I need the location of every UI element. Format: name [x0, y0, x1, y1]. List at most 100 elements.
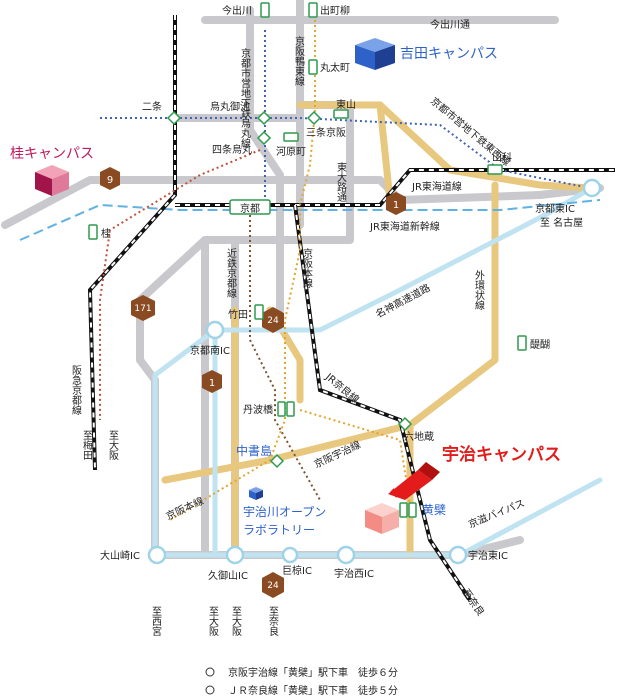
label-ic-makishima: 巨椋IC	[282, 564, 312, 577]
uji-cube	[365, 503, 399, 534]
meishin-expressway	[152, 185, 595, 558]
yoshida-cube	[355, 38, 395, 70]
hankyu-line	[99, 149, 261, 420]
station-tanbabashi-2	[286, 401, 295, 417]
label-rokujizo: 六地蔵	[404, 430, 434, 443]
label-sanjo-keihan: 三条京阪	[306, 126, 346, 139]
label-katsura: 桂	[101, 227, 111, 240]
label-chushojima: 中書島	[236, 443, 272, 458]
stations	[88, 2, 527, 518]
ic-oyamazaki	[147, 545, 167, 565]
uji-pointer-icon	[388, 462, 440, 500]
svg-text:24: 24	[267, 581, 279, 591]
access-note-jr: ＪＲ奈良線「黄檗」駅下車 徒歩５分	[228, 684, 398, 697]
label-shijo-karasuma: 四条烏丸	[212, 143, 252, 156]
station-kyoto	[229, 199, 271, 215]
route-1-badge-north: 1	[386, 192, 406, 215]
rail-lines	[19, 10, 615, 602]
tozai-subway	[100, 117, 591, 189]
route-171-badge: 171	[131, 295, 155, 321]
ic-makishima	[281, 546, 299, 564]
karasuma-road	[246, 6, 284, 314]
label-obaku: 黄檗	[422, 502, 446, 517]
label-ic-kyoto-higashi: 京都東IC	[535, 202, 575, 215]
label-kyoto: 京都	[240, 202, 260, 215]
keihan-line	[169, 10, 316, 521]
uji-lab-cube	[249, 487, 263, 500]
svg-text:1: 1	[393, 200, 399, 211]
label-demachiyanagi: 出町柳	[320, 4, 350, 17]
ic-uji-higashi	[448, 545, 468, 565]
station-shijo-karasuma	[256, 130, 272, 146]
station-higashiyama	[333, 109, 349, 119]
dest-nara-2: 至奈良	[460, 586, 488, 618]
svg-text:171: 171	[134, 304, 151, 314]
label-keihan-main: 京阪本線	[301, 247, 313, 288]
ic-kyoto-minami	[205, 320, 225, 340]
station-marutamachi	[308, 59, 318, 75]
label-jr-nara: JR奈良線	[322, 370, 362, 406]
label-imadegawa: 今出川	[222, 4, 252, 17]
station-chushojima	[269, 453, 285, 469]
access-notes: 京阪宇治線「黄檗」駅下車 徒歩６分 ＪＲ奈良線「黄檗」駅下車 徒歩５分	[205, 666, 398, 697]
route-24-badge-north: 24	[262, 307, 284, 333]
higashiyama-road	[376, 101, 394, 204]
kintetsu-line	[249, 215, 321, 501]
ic-kyoto-higashi	[582, 178, 602, 198]
dest-osaka-left: 至大阪	[107, 430, 119, 461]
label-higashioji: 東大路通	[335, 161, 347, 202]
uji-lab-label-2: ラボラトリー	[243, 523, 315, 537]
route-1-badge-south: 1	[202, 370, 222, 393]
label-ic-oyamazaki: 大山崎IC	[100, 549, 140, 562]
dest-nagoya: 至 名古屋	[540, 216, 583, 229]
station-kawaramachi	[283, 132, 299, 142]
station-yamashina	[487, 164, 503, 175]
station-rokujizo	[397, 416, 413, 432]
label-ic-kumiyama: 久御山IC	[208, 569, 248, 582]
access-note-keihan: 京阪宇治線「黄檗」駅下車 徒歩６分	[228, 666, 398, 679]
interchanges	[147, 178, 602, 565]
station-katsura	[88, 224, 98, 240]
station-nijo	[166, 110, 182, 126]
higashioji-road	[201, 0, 354, 559]
dest-nishinomiya: 至西宮	[150, 606, 162, 637]
jr-lines	[87, 15, 615, 602]
station-obaku-1	[399, 502, 408, 518]
station-sanjo-keihan	[306, 110, 322, 126]
svg-text:1: 1	[209, 378, 215, 389]
label-yamashina: 山科	[492, 151, 512, 164]
route-9-badge: 9	[100, 167, 120, 190]
station-tanbabashi-1	[277, 401, 286, 417]
label-ic-kyoto-minami: 京都南IC	[190, 344, 230, 357]
label-kintetsu: 近鉄京都線	[225, 247, 237, 298]
label-keihan-main-south: 京阪本線	[164, 494, 206, 523]
dest-nara-1: 至奈良	[267, 606, 279, 637]
station-imadegawa	[260, 2, 270, 18]
label-karasuma-line: 京都市営地下鉄烏丸線	[239, 47, 251, 148]
label-gaikan: 外環状線	[473, 270, 485, 310]
label-imadegawa-dori: 今出川通	[430, 18, 470, 31]
ic-uji-nishi	[336, 545, 356, 565]
label-marutamachi: 丸太町	[320, 61, 350, 74]
uji-lab-label-1: 宇治川オープン	[243, 505, 326, 519]
yoshida-campus-label: 吉田キャンパス	[400, 46, 498, 62]
label-ic-uji-higashi: 宇治東IC	[468, 549, 508, 562]
uji-campus-label: 宇治キャンパス	[442, 444, 561, 465]
katsura-campus-label: 桂キャンパス	[10, 146, 94, 162]
label-karasuma-oike: 烏丸御池	[210, 100, 250, 113]
dest-umeda: 至梅田	[81, 430, 93, 460]
bypass-end-road	[456, 536, 524, 559]
label-shinkansen: JR東海道新幹線	[369, 220, 440, 233]
station-labels: 今出川 出町柳 丸太町 二条 烏丸御池 東山 三条京阪 四条烏丸 河原町 山科 …	[101, 4, 550, 517]
label-kawaramachi: 河原町	[276, 146, 306, 158]
route9-road	[1, 176, 544, 229]
route-24-badge-south: 24	[262, 572, 284, 598]
label-keihan-oto-line: 京阪鴨東線	[293, 35, 305, 86]
label-higashiyama: 東山	[336, 98, 356, 111]
katsura-cube	[35, 165, 69, 196]
label-hankyu: 阪急京都線	[70, 364, 82, 415]
dest-osaka-1: 至大阪	[207, 606, 219, 637]
label-daigo: 醍醐	[530, 339, 550, 351]
station-demachiyanagi	[308, 2, 318, 18]
